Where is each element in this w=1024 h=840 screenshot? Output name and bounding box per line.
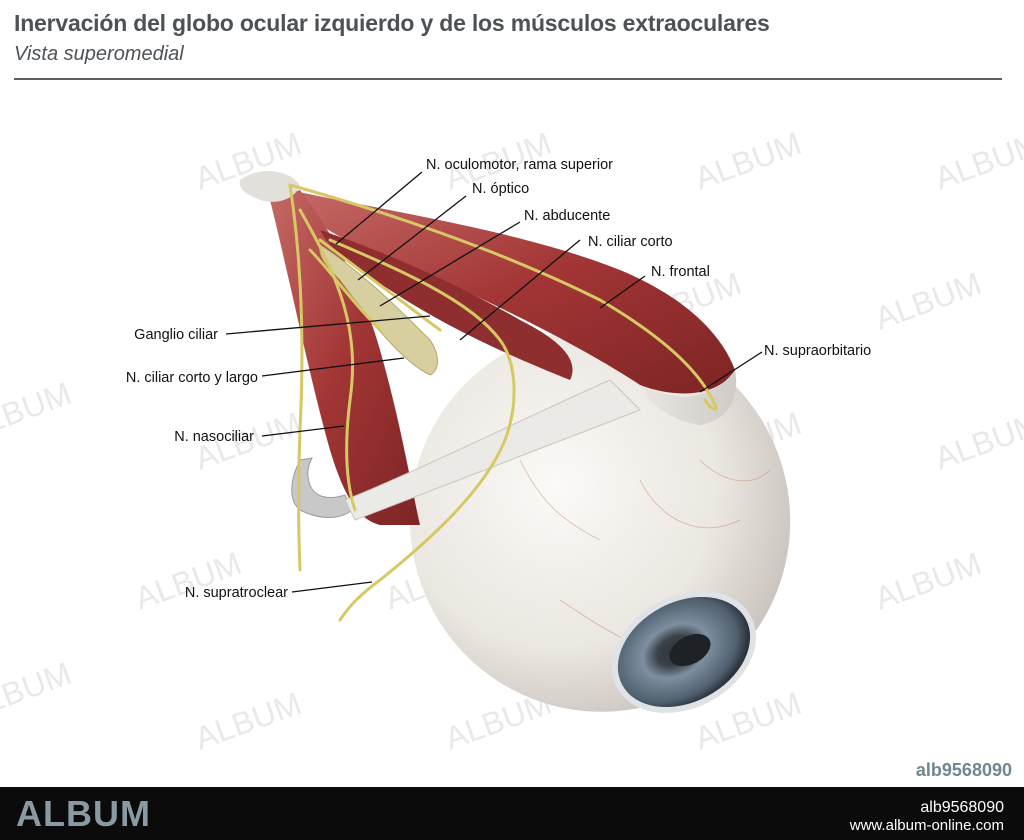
labels: N. oculomotor, rama superior N. óptico N… xyxy=(126,157,871,601)
optic-nerve xyxy=(319,244,438,376)
tendinous-ring xyxy=(239,170,300,202)
label-supratroclear: N. supratroclear xyxy=(185,585,288,601)
title-divider xyxy=(14,78,1002,80)
label-ciliar-corto: N. ciliar corto xyxy=(588,234,673,250)
label-oculomotor: N. oculomotor, rama superior xyxy=(426,157,613,173)
label-supraorbitario: N. supraorbitario xyxy=(764,343,871,359)
watermark: ALBUM xyxy=(690,125,806,197)
page-title: Inervación del globo ocular izquierdo y … xyxy=(14,10,770,36)
label-nasociliar: N. nasociliar xyxy=(174,429,254,445)
label-abducente: N. abducente xyxy=(524,208,610,224)
superior-rectus-muscle xyxy=(290,190,737,425)
nerves xyxy=(288,183,718,622)
watermark: ALBUM xyxy=(870,265,986,337)
watermark: ALBUM xyxy=(0,655,76,727)
label-ganglio-ciliar: Ganglio ciliar xyxy=(134,327,218,343)
watermark: ALBUM xyxy=(190,685,306,757)
footer-code: alb9568090 xyxy=(920,799,1004,816)
watermark: ALBUM xyxy=(130,545,246,617)
optic-sheath xyxy=(291,457,353,518)
watermark: ALBUM xyxy=(870,545,986,617)
watermark: ALBUM xyxy=(0,375,76,447)
page-subtitle: Vista superomedial xyxy=(14,43,184,65)
watermark: ALBUM xyxy=(930,125,1024,197)
iris xyxy=(611,591,757,713)
lateral-rectus-muscle xyxy=(320,230,573,380)
watermark: ALBUM xyxy=(930,405,1024,477)
medial-rectus-muscle xyxy=(270,190,420,525)
footer-bar: ALBUM alb9568090 www.album-online.com xyxy=(0,787,1024,840)
label-optico: N. óptico xyxy=(472,181,529,197)
anatomy-illustration: ALBUM ALBUM ALBUM ALBUM ALBUM ALBUM ALBU… xyxy=(0,125,1024,757)
superior-oblique-tendon xyxy=(344,379,641,521)
album-logo: ALBUM xyxy=(16,793,151,834)
label-ciliar-corto-largo: N. ciliar corto y largo xyxy=(126,370,258,386)
leader-lines xyxy=(225,171,763,593)
footer-url[interactable]: www.album-online.com xyxy=(849,817,1004,834)
image-code: alb9568090 xyxy=(915,760,1012,780)
label-frontal: N. frontal xyxy=(651,264,710,280)
